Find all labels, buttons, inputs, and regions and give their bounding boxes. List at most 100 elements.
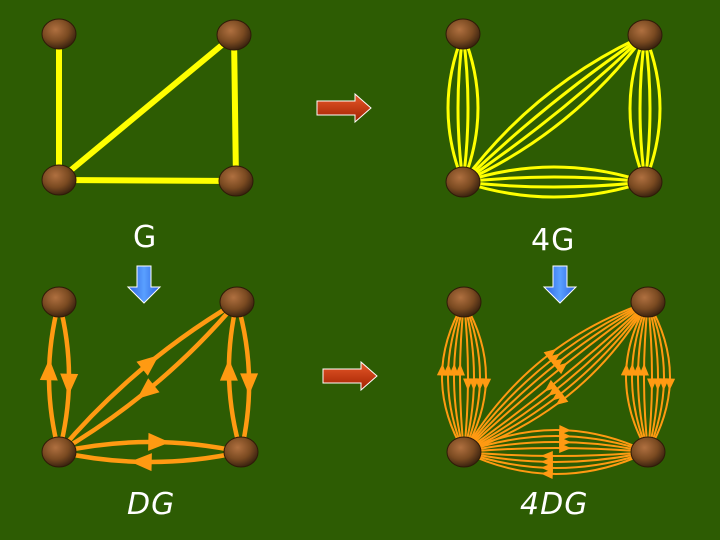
node-top-right xyxy=(627,19,663,51)
edge xyxy=(56,177,239,184)
edge-arrowhead xyxy=(148,432,170,451)
edge xyxy=(463,301,469,453)
graph-4dg xyxy=(436,286,676,480)
edge xyxy=(643,301,649,453)
node-top-right xyxy=(630,286,666,318)
edge xyxy=(231,32,239,184)
graph-4g xyxy=(445,18,663,199)
edge xyxy=(463,301,649,453)
edge xyxy=(463,441,649,453)
label-dg: DG xyxy=(127,487,176,522)
edge-arrowhead xyxy=(547,353,560,365)
edge-arrowhead xyxy=(638,363,649,376)
edge xyxy=(461,33,646,183)
edge xyxy=(647,301,665,453)
edge xyxy=(638,34,647,183)
edge-arrowhead xyxy=(559,442,572,453)
edge xyxy=(647,301,653,453)
edge xyxy=(647,301,671,453)
edge xyxy=(463,451,649,475)
edge xyxy=(463,301,481,453)
node-bottom-left xyxy=(445,166,481,198)
edge-arrowhead xyxy=(551,358,564,370)
down-arrow-icon xyxy=(542,265,578,304)
edge xyxy=(447,301,465,453)
label-4g: 4G xyxy=(531,223,576,258)
edge xyxy=(461,33,470,183)
right-arrow-icon xyxy=(322,360,378,392)
edge-arrowhead xyxy=(552,389,565,401)
edge xyxy=(637,301,649,453)
node-top-right xyxy=(216,19,252,51)
edge-arrowhead xyxy=(544,379,558,392)
edge xyxy=(463,301,649,453)
edge xyxy=(463,451,649,469)
edge xyxy=(463,451,649,457)
node-bottom-left xyxy=(41,164,77,196)
edge xyxy=(647,301,659,453)
edge xyxy=(461,33,480,183)
node-bottom-left xyxy=(41,436,77,468)
right-arrow-icon xyxy=(316,92,372,124)
edge-arrowhead xyxy=(39,358,58,381)
node-bottom-right xyxy=(218,165,254,197)
edge-arrowhead xyxy=(454,363,465,376)
edge xyxy=(463,301,649,453)
edge-arrowhead xyxy=(130,453,152,472)
edge xyxy=(463,301,487,453)
edge xyxy=(462,180,646,189)
edge xyxy=(463,429,649,453)
edge xyxy=(462,33,647,184)
edge-arrowhead xyxy=(463,378,474,391)
edge xyxy=(462,34,647,184)
edge-arrowhead xyxy=(219,358,238,381)
edge xyxy=(441,301,465,453)
label-g: G xyxy=(133,220,158,255)
edge-arrowhead xyxy=(136,355,159,376)
graph-dg xyxy=(39,286,259,472)
edge-arrowhead xyxy=(240,373,259,396)
edge xyxy=(463,301,649,453)
edge-arrowhead xyxy=(60,373,79,396)
edge xyxy=(643,34,652,183)
edge xyxy=(631,301,649,453)
node-top-left xyxy=(446,286,482,318)
node-top-left xyxy=(41,18,77,50)
node-bottom-right xyxy=(630,436,666,468)
edge xyxy=(643,34,662,183)
edge xyxy=(459,301,465,453)
edge-arrowhead xyxy=(540,451,553,462)
edge xyxy=(57,300,239,454)
edge xyxy=(462,165,646,184)
edge xyxy=(463,301,649,453)
node-bottom-right xyxy=(627,166,663,198)
edge xyxy=(628,34,647,183)
edge xyxy=(56,32,237,183)
edge xyxy=(463,435,649,453)
edge xyxy=(57,300,239,454)
edge-arrowhead xyxy=(555,393,569,405)
edge-arrowhead xyxy=(137,378,160,399)
edge xyxy=(463,447,649,453)
label-4dg: 4DG xyxy=(520,487,589,522)
edge xyxy=(462,175,646,184)
node-top-left xyxy=(445,18,481,50)
node-top-right xyxy=(219,286,255,318)
edge xyxy=(456,33,465,183)
down-arrow-icon xyxy=(126,265,162,304)
graph-g xyxy=(41,18,254,197)
edge xyxy=(463,451,649,463)
edge xyxy=(463,301,475,453)
node-bottom-left xyxy=(446,436,482,468)
edge-arrowhead xyxy=(548,384,561,396)
node-top-left xyxy=(41,286,77,318)
edge xyxy=(463,301,649,453)
edge xyxy=(461,33,646,184)
edge-arrowhead xyxy=(647,378,658,391)
edge xyxy=(453,301,465,453)
edge xyxy=(462,180,646,199)
edge xyxy=(625,301,649,453)
node-bottom-right xyxy=(223,436,259,468)
edge xyxy=(463,301,649,453)
